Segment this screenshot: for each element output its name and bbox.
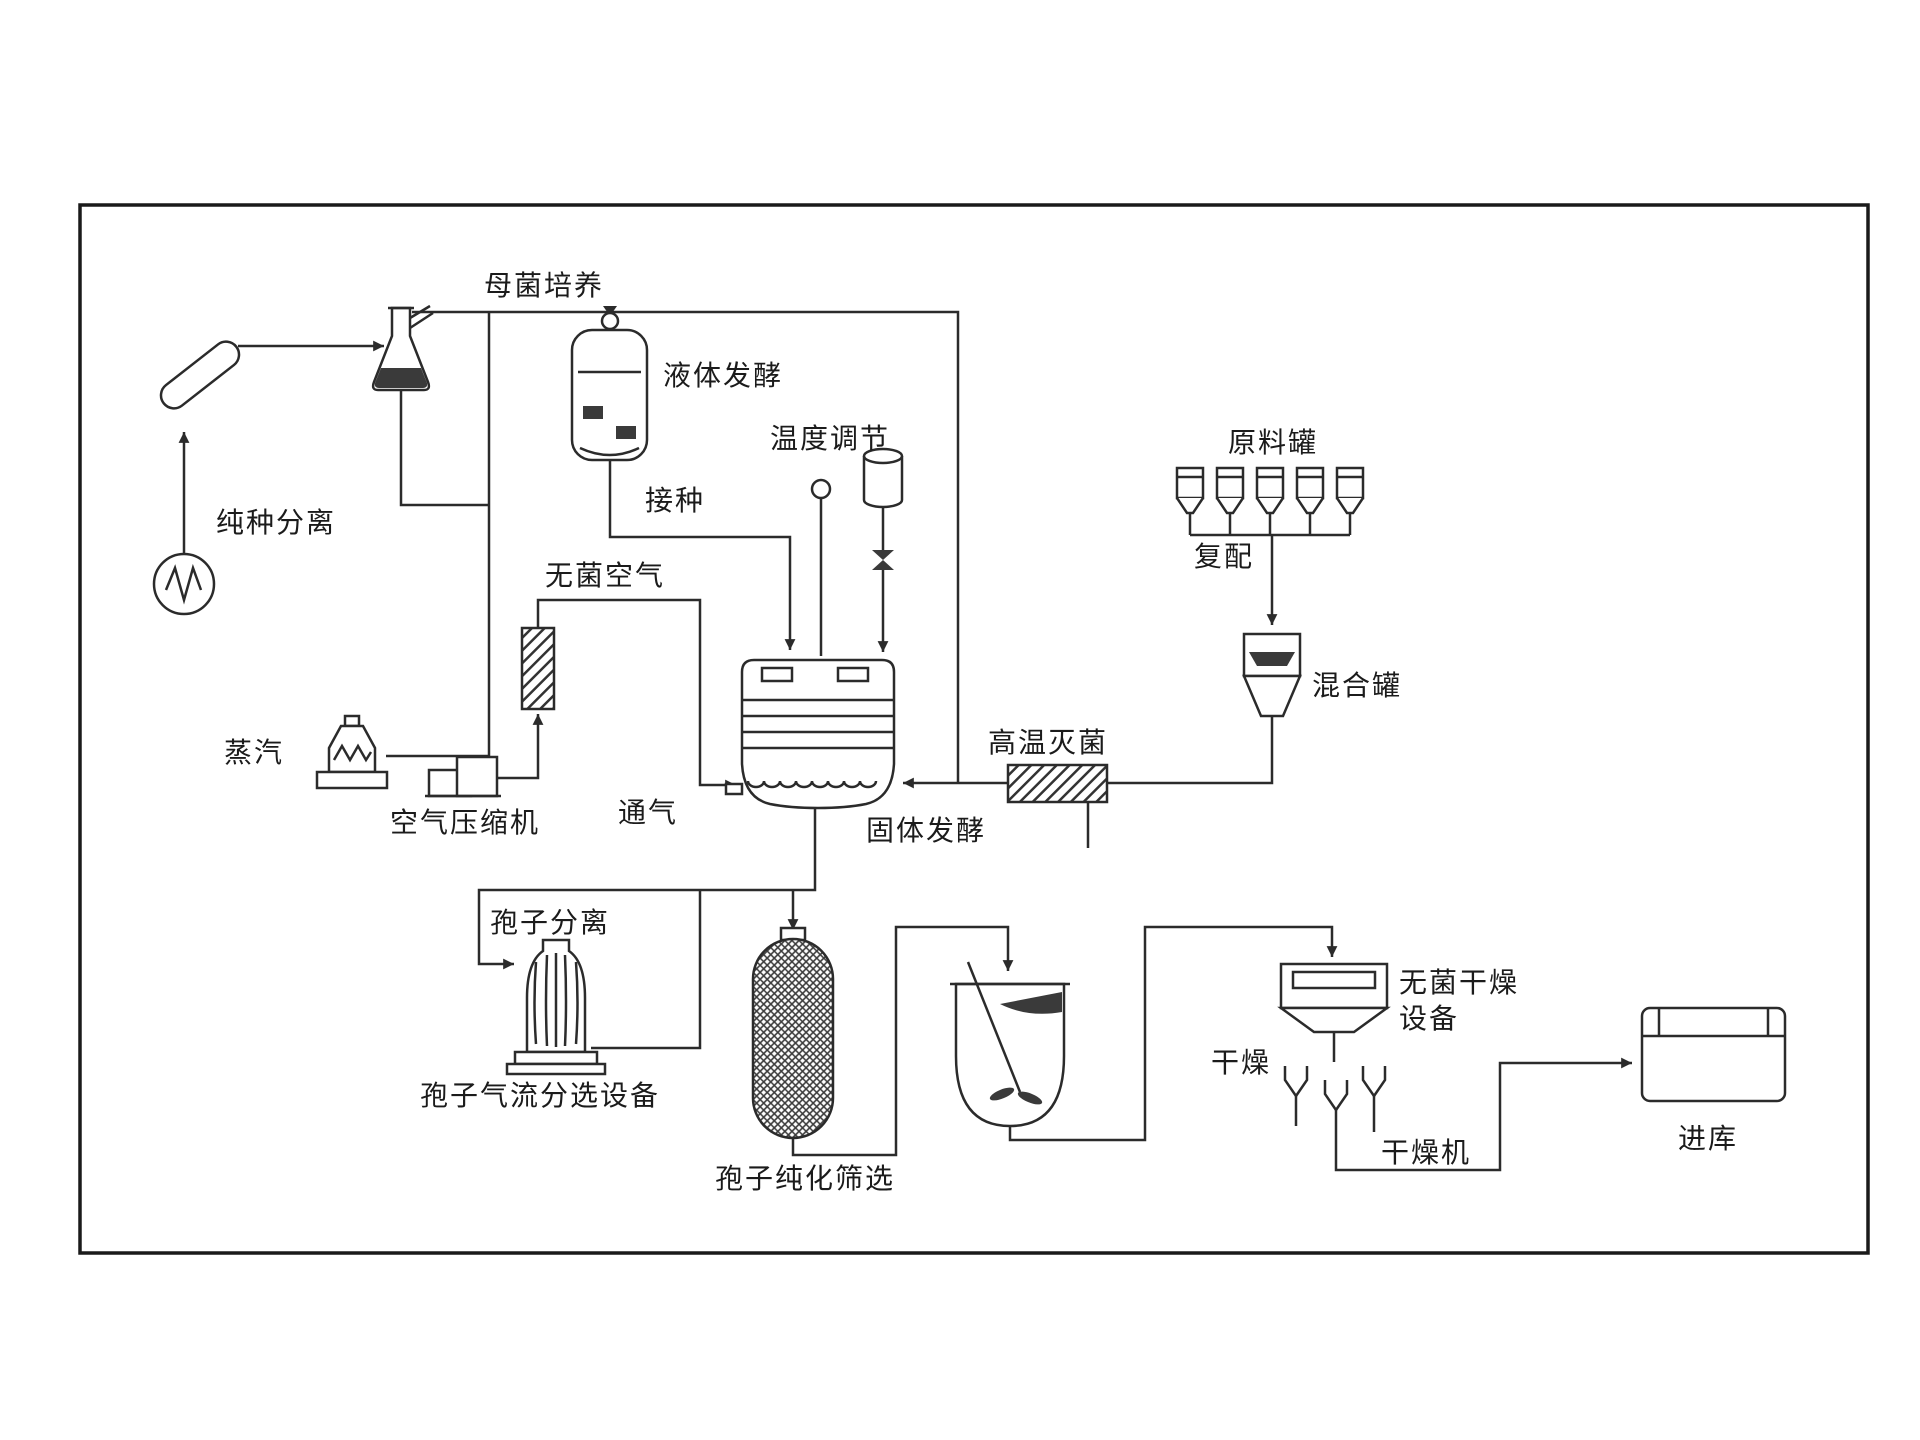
- line-dryer-to-warehouse: [1334, 1057, 1632, 1172]
- purification-column: [751, 926, 835, 1140]
- labels: 母菌培养 纯种分离 液体发酵 接种 温度调节 无菌空气 蒸汽 空气压缩机 通气 …: [216, 270, 1738, 1194]
- line-top-header: [412, 310, 960, 782]
- temp-control-cylinder: [862, 447, 904, 570]
- drying-funnels: [1283, 1066, 1387, 1132]
- line-compressor-to-filter: [497, 714, 544, 780]
- line-column-to-mixer: [791, 925, 1014, 1157]
- line-fermenter-to-separator: [477, 808, 817, 970]
- line-flask-drain: [399, 390, 489, 507]
- line-inoculation: [608, 460, 796, 650]
- mixer-vessel: [950, 961, 1070, 1128]
- label-compounding: 复配: [1194, 541, 1254, 572]
- label-pure-culture-separation: 纯种分离: [216, 507, 336, 538]
- warehouse-box: [1640, 1006, 1787, 1103]
- funnel-icon: [1361, 1066, 1387, 1132]
- hopper: [1175, 466, 1205, 535]
- label-spore-separation: 孢子分离: [490, 907, 610, 938]
- label-liquid-fermentation: 液体发酵: [663, 360, 783, 391]
- hopper: [1255, 466, 1285, 535]
- funnel-icon: [1283, 1066, 1309, 1126]
- label-sterile-air: 无菌空气: [545, 560, 665, 591]
- propeller-icon: [989, 1087, 1015, 1101]
- agitator-shaft: [966, 961, 1022, 1093]
- solid-fermenter: [724, 658, 896, 810]
- label-spore-airflow-equipment: 孢子气流分选设备: [420, 1080, 660, 1111]
- seed-fermenter: [570, 311, 649, 462]
- hopper: [1335, 466, 1365, 535]
- label-inoculation: 接种: [645, 485, 705, 516]
- label-spore-purification: 孢子纯化筛选: [715, 1163, 895, 1194]
- label-sterilization: 高温灭菌: [988, 727, 1108, 758]
- label-sterile-drying-2: 设备: [1399, 1003, 1459, 1034]
- line-tank-to-sterilizer: [1107, 740, 1274, 785]
- air-compressor: [425, 755, 501, 798]
- line-sterile-air: [536, 598, 736, 791]
- zigzag-icon: [164, 563, 203, 605]
- raw-material-hoppers: [1175, 466, 1365, 535]
- label-temperature-control: 温度调节: [770, 423, 890, 454]
- valve-icon: [872, 560, 894, 570]
- mixing-tank: [1242, 632, 1302, 740]
- propeller-icon: [1017, 1091, 1043, 1105]
- hopper: [1295, 466, 1325, 535]
- sterilizer: [1006, 763, 1109, 804]
- label-mother-culture: 母菌培养: [484, 270, 604, 301]
- line-separator-return: [591, 890, 702, 1050]
- label-drying: 干燥: [1211, 1047, 1271, 1078]
- label-air-compressor: 空气压缩机: [390, 807, 540, 838]
- label-mixing-tank: 混合罐: [1312, 670, 1402, 701]
- arrow-into-seed-tank: [603, 306, 617, 316]
- label-solid-fermentation: 固体发酵: [866, 815, 986, 846]
- temp-probe-bulb: [810, 478, 832, 500]
- sterile-dryer: [1277, 962, 1391, 1062]
- culture-flask: [371, 304, 434, 392]
- valve-icon: [872, 550, 894, 560]
- line-mixer-to-dryer: [1008, 925, 1338, 1142]
- spore-separator: [505, 938, 607, 1076]
- air-filter: [520, 626, 556, 711]
- label-dryer-machine: 干燥机: [1381, 1137, 1471, 1168]
- label-sterile-drying-1: 无菌干燥: [1399, 967, 1519, 998]
- steam-generator: [315, 714, 389, 790]
- hopper: [1215, 466, 1245, 535]
- label-aeration: 通气: [618, 797, 678, 828]
- funnel-icon: [1323, 1080, 1349, 1113]
- label-warehouse: 进库: [1678, 1123, 1738, 1154]
- test-tube: [159, 340, 241, 410]
- label-raw-material-tanks: 原料罐: [1228, 427, 1318, 458]
- pure-culture-separator: [152, 552, 216, 616]
- label-steam: 蒸汽: [224, 737, 284, 768]
